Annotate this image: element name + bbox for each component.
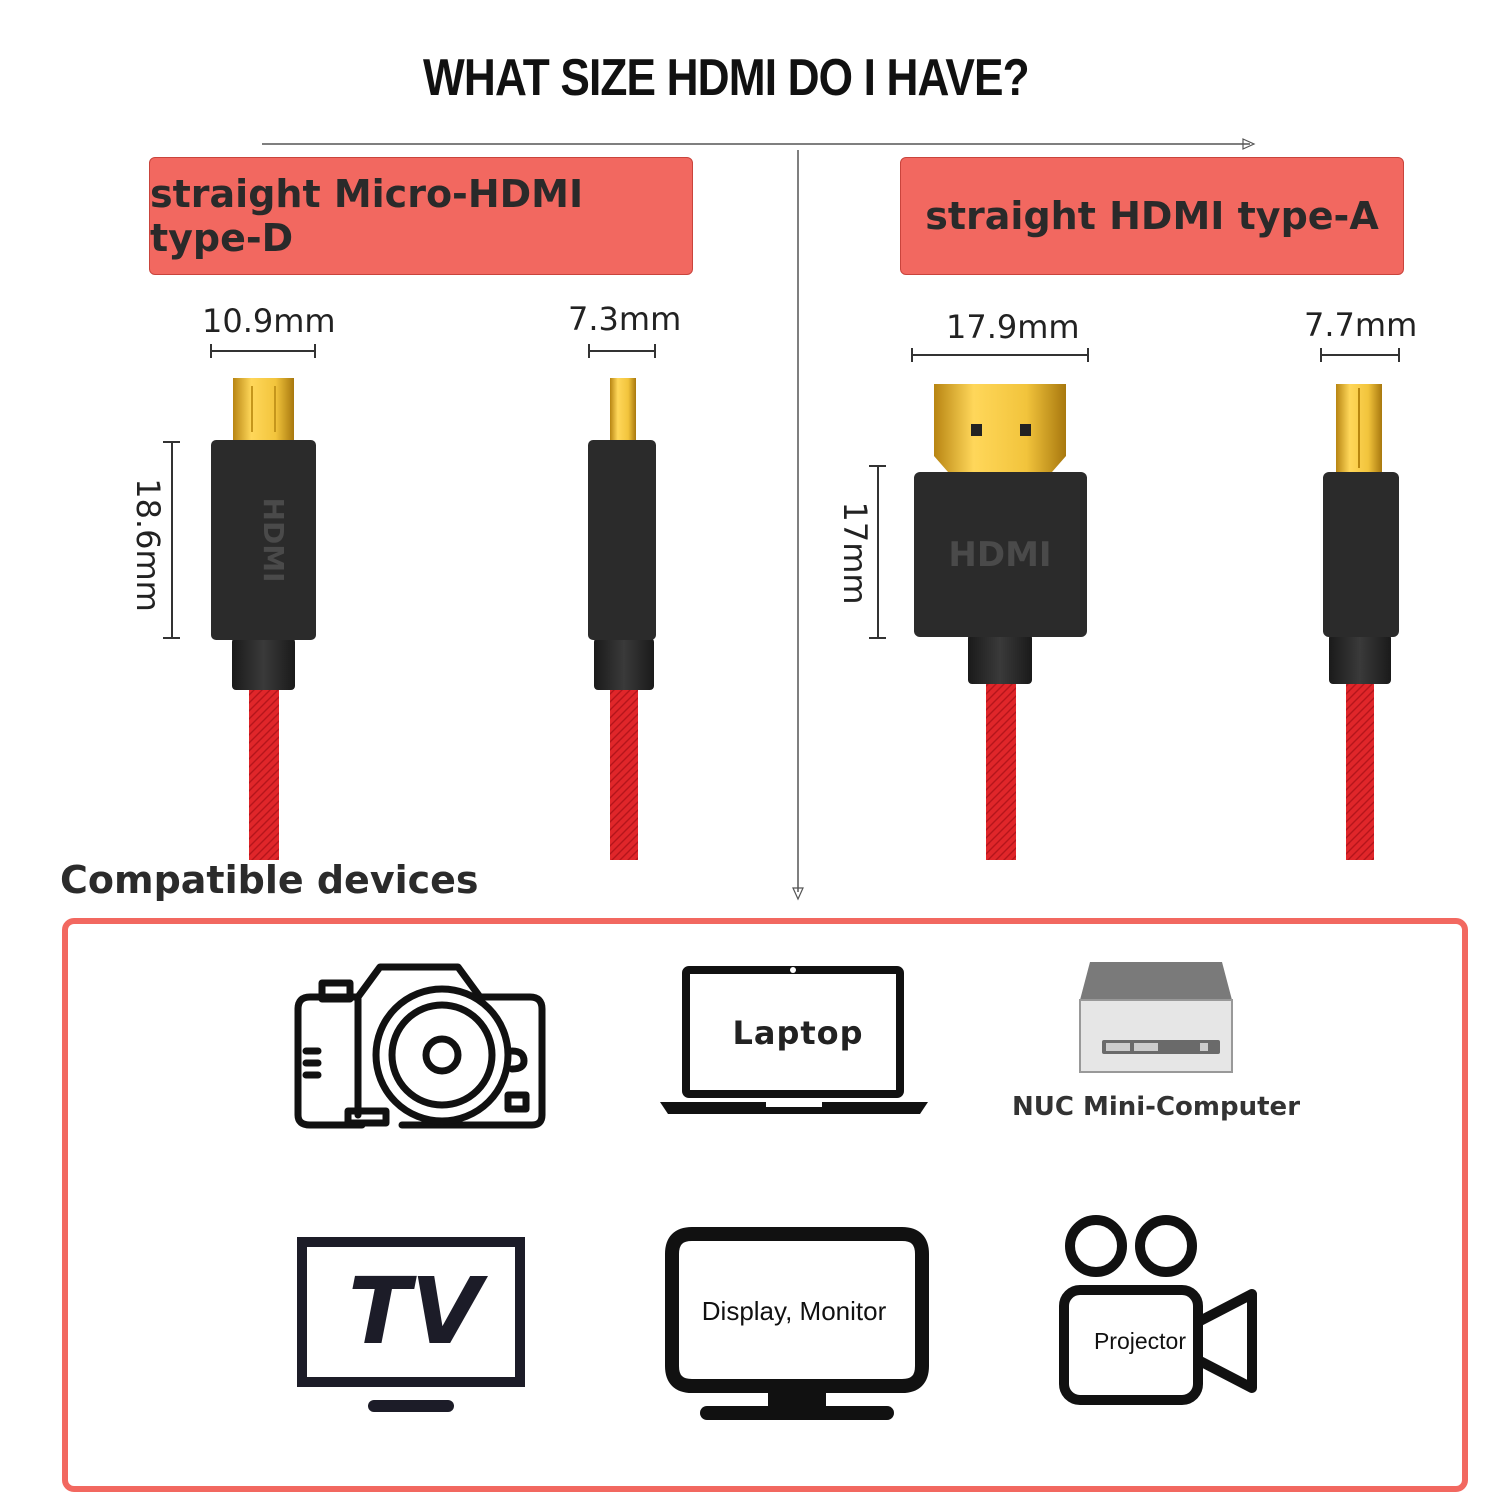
- dimension-lines: [163, 344, 1400, 639]
- mini-computer-icon: [1079, 962, 1233, 1073]
- hdmi-type-a-front: HDMI: [914, 384, 1087, 860]
- laptop-label: Laptop: [732, 1014, 864, 1052]
- micro-hdmi-logo: HDMI: [257, 498, 290, 583]
- micro-thickness-label: 7.3mm: [568, 300, 682, 338]
- projector-label: Projector: [1093, 1328, 1187, 1354]
- tv-icon: [297, 1237, 525, 1412]
- compatible-devices-heading: Compatible devices: [60, 858, 479, 902]
- micro-hdmi-front: HDMI: [211, 378, 316, 860]
- typea-width-label: 17.9mm: [946, 308, 1080, 346]
- tv-label: TV: [348, 1258, 482, 1365]
- page-title: WHAT SIZE HDMI DO I HAVE?: [423, 49, 1030, 107]
- micro-hdmi-side: [588, 378, 656, 860]
- camera-icon: [294, 963, 546, 1129]
- typea-thickness-label: 7.7mm: [1304, 306, 1418, 344]
- laptop-icon: [660, 966, 928, 1114]
- hdmi-type-a-label: straight HDMI type-A: [900, 157, 1404, 275]
- devices-panel: [62, 918, 1468, 1492]
- guide-arrows: [262, 138, 1256, 901]
- projector-icon: [1059, 1215, 1257, 1405]
- micro-hdmi-label: straight Micro-HDMI type-D: [149, 157, 693, 275]
- monitor-icon: [665, 1227, 929, 1420]
- monitor-label: Display, Monitor: [701, 1296, 887, 1326]
- nuc-label: NUC Mini-Computer: [1011, 1092, 1301, 1122]
- micro-width-label: 10.9mm: [202, 302, 336, 340]
- connector-illustrations: HDMI HDMI: [163, 344, 1400, 860]
- typea-hdmi-logo: HDMI: [948, 535, 1051, 575]
- hdmi-type-a-side: [1323, 384, 1399, 860]
